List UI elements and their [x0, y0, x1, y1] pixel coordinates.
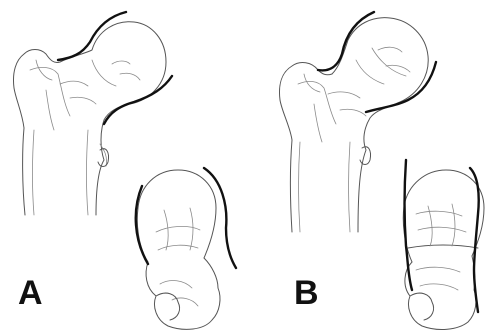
panel-label-b: B: [294, 276, 319, 310]
panel-label-a: A: [18, 276, 43, 310]
femur-axial-view-b: [403, 160, 484, 329]
sketch-texture: [112, 47, 410, 80]
femur-axial-view-a: [136, 168, 236, 329]
joint-contour-a: [58, 12, 172, 124]
panel-a: [13, 12, 236, 329]
joint-contour-b: [318, 12, 436, 112]
